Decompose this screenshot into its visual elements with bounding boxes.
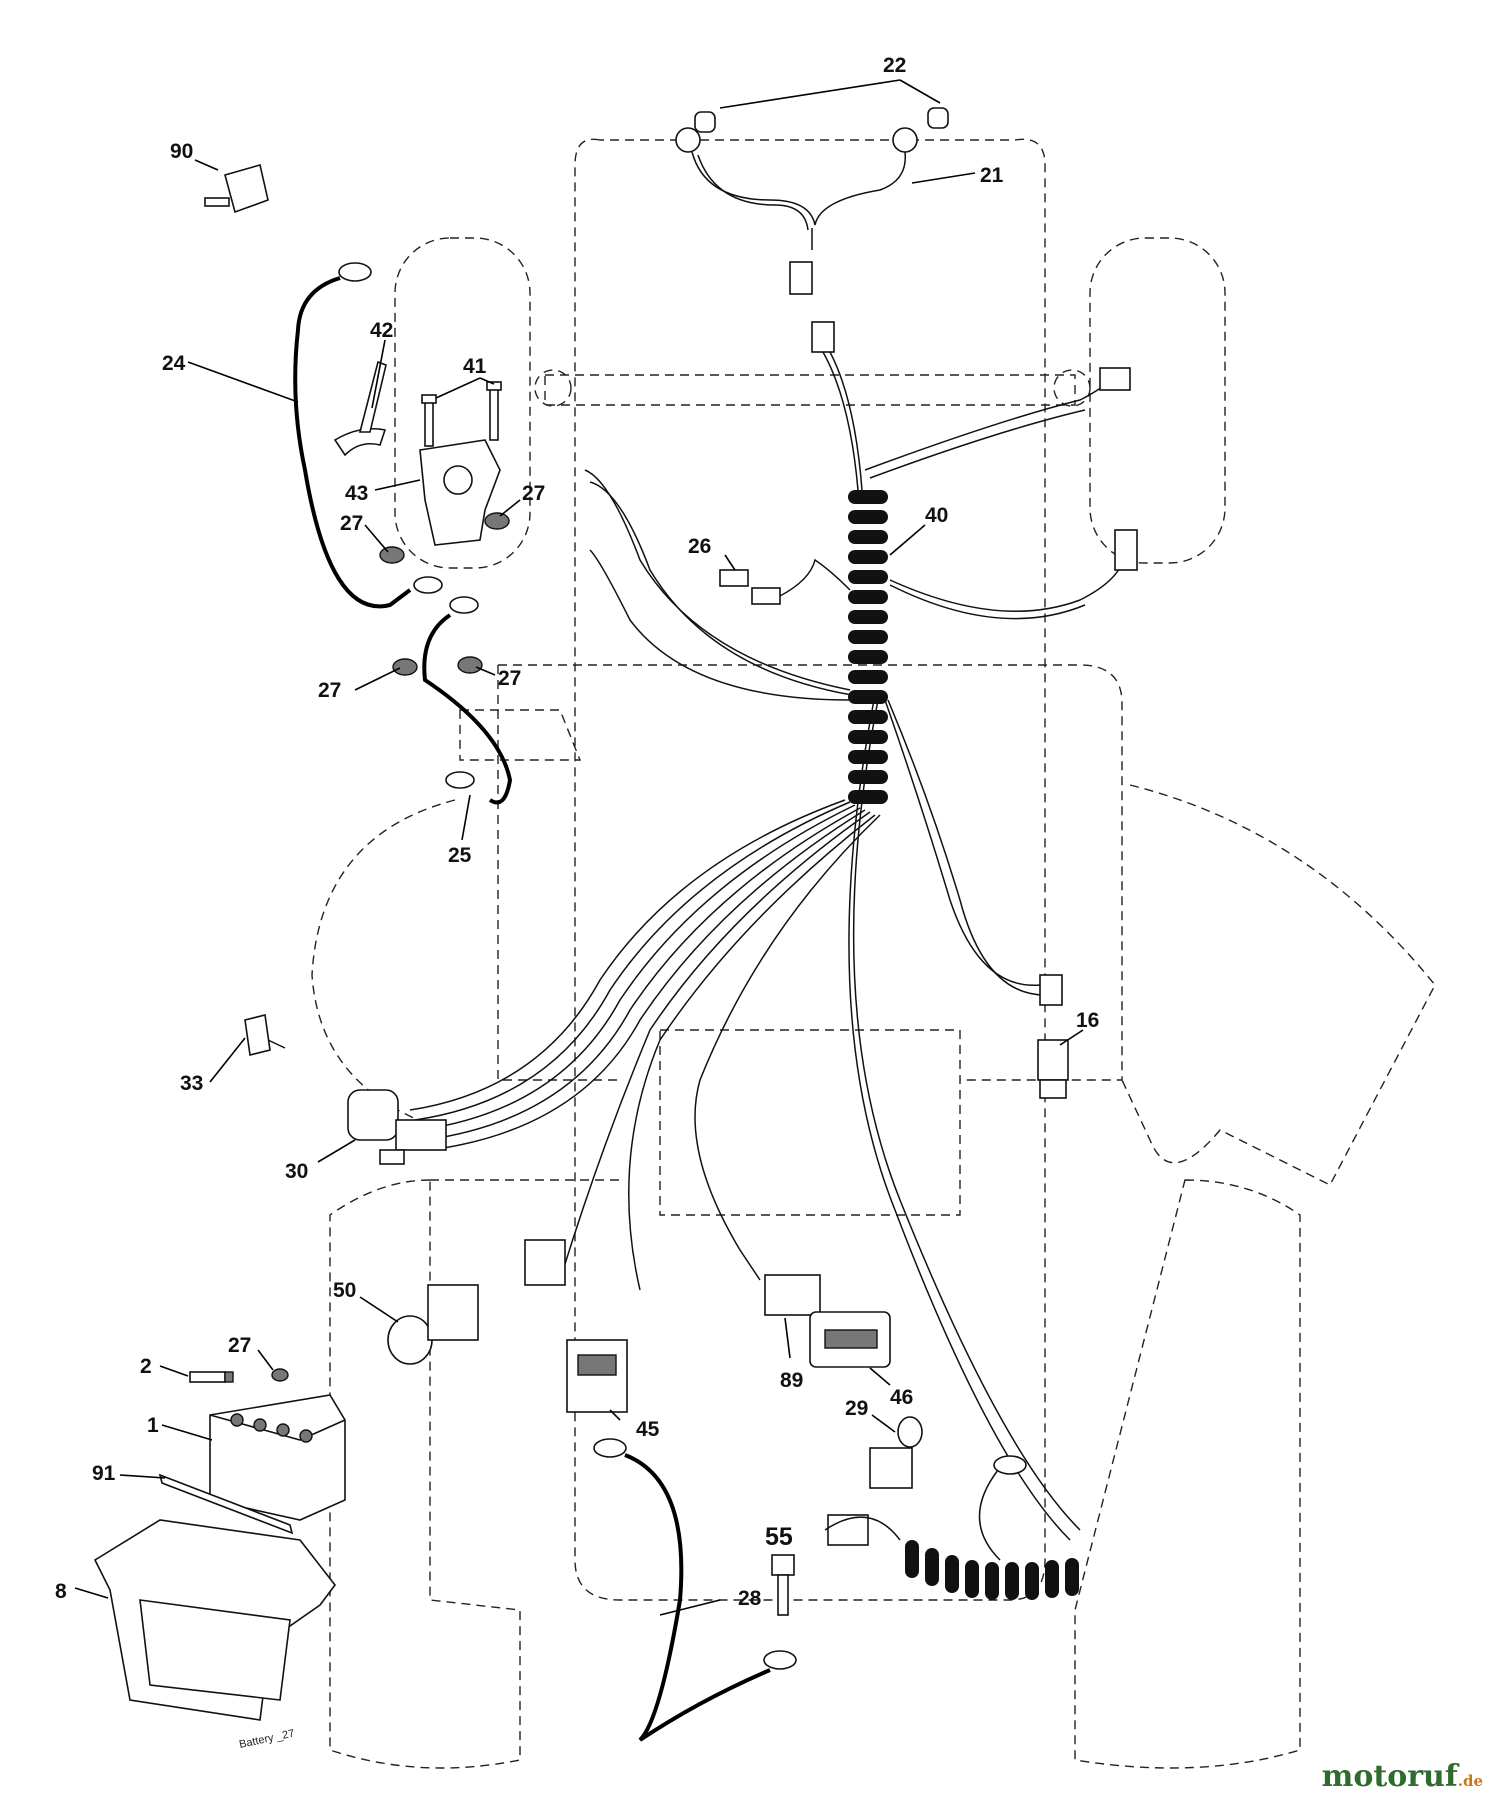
- watermark-logo: motoruf.de: [1322, 1759, 1483, 1794]
- callout-33: 33: [180, 1072, 203, 1095]
- leader-lines: [74, 79, 1084, 1616]
- washers: [271, 512, 510, 1382]
- ground-cable: [422, 596, 513, 805]
- callout-22: 22: [883, 54, 906, 77]
- fuse-holders: [719, 558, 851, 605]
- callout-55: 55: [765, 1523, 793, 1551]
- callouts: 22 21 90 24 42 41 43 27 27 27 27 26 40 2…: [55, 54, 1099, 1610]
- solenoid: [333, 360, 502, 546]
- negative-cable: [593, 1438, 797, 1742]
- callout-89: 89: [780, 1369, 803, 1392]
- callout-2: 2: [140, 1355, 152, 1378]
- callout-26: 26: [688, 535, 711, 558]
- tractor-outline: [311, 138, 1436, 1769]
- watermark-tld: .de: [1457, 1772, 1483, 1790]
- callout-40: 40: [925, 504, 948, 527]
- callout-27-a: 27: [340, 512, 363, 535]
- callout-50: 50: [333, 1279, 356, 1302]
- callout-16: 16: [1076, 1009, 1099, 1032]
- headlight-assembly: [675, 107, 949, 491]
- seat-coil: [905, 1540, 1079, 1600]
- callout-45: 45: [636, 1418, 660, 1441]
- callout-91: 91: [92, 1462, 116, 1485]
- callout-27-d: 27: [498, 667, 521, 690]
- callout-27-e: 27: [228, 1334, 251, 1357]
- callout-21: 21: [980, 164, 1004, 187]
- parts: [93, 163, 1079, 1721]
- callout-42: 42: [370, 319, 393, 342]
- callout-30: 30: [285, 1160, 308, 1183]
- callout-28: 28: [738, 1587, 762, 1610]
- callout-8: 8: [55, 1580, 67, 1603]
- callout-46: 46: [890, 1386, 913, 1409]
- callout-1: 1: [147, 1414, 159, 1437]
- callout-90: 90: [170, 140, 193, 163]
- battery-tag: Battery _27: [238, 1727, 296, 1750]
- callout-43: 43: [345, 482, 368, 505]
- callout-27-c: 27: [318, 679, 341, 702]
- callout-27-b: 27: [522, 482, 545, 505]
- callout-25: 25: [448, 844, 472, 867]
- callout-24: 24: [162, 352, 186, 375]
- battery-cable: [293, 262, 443, 609]
- callout-29: 29: [845, 1397, 868, 1420]
- watermark-brand: motoruf: [1321, 1759, 1458, 1794]
- main-harness: [409, 367, 1138, 1541]
- callout-41: 41: [463, 355, 487, 378]
